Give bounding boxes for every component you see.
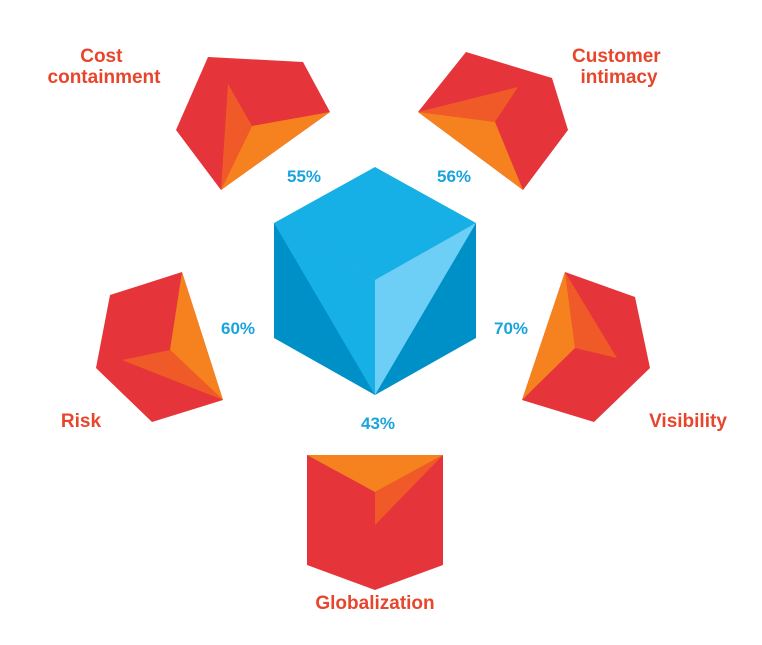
customer-intimacy-percent: 56% bbox=[437, 167, 471, 186]
cube-top-face bbox=[274, 167, 476, 280]
cube-left-inner-facet bbox=[274, 223, 375, 395]
cost-containment-orange-facet bbox=[221, 112, 330, 190]
risk-shape bbox=[96, 272, 223, 422]
visibility-shape bbox=[522, 272, 650, 422]
risk-dark-facet bbox=[122, 350, 223, 400]
customer-intimacy-label: Customer intimacy bbox=[572, 46, 666, 88]
risk-label: Risk bbox=[61, 411, 102, 432]
globalization-dark-facet bbox=[375, 455, 443, 525]
cost-containment-percent: 55% bbox=[287, 167, 321, 186]
globalization-shape bbox=[307, 455, 443, 590]
cost-containment-dark-facet bbox=[221, 84, 252, 190]
globalization-label: Globalization bbox=[315, 593, 434, 614]
cost-containment-label: Cost containment bbox=[48, 46, 162, 88]
customer-intimacy-dark-facet bbox=[418, 87, 518, 122]
globalization-percent: 43% bbox=[361, 414, 395, 433]
globalization-orange-facet bbox=[307, 455, 443, 492]
risk-orange-facet bbox=[170, 272, 223, 400]
cost-containment-pentagon bbox=[176, 57, 330, 190]
visibility-orange-facet bbox=[522, 272, 575, 400]
central-cube bbox=[274, 167, 476, 395]
cube-right-inner-facet bbox=[375, 223, 476, 395]
cost-containment-shape bbox=[176, 57, 330, 190]
customer-intimacy-orange-facet bbox=[418, 112, 523, 190]
visibility-label: Visibility bbox=[649, 411, 727, 432]
risk-percent: 60% bbox=[221, 319, 255, 338]
visibility-dark-facet bbox=[565, 272, 617, 358]
visibility-percent: 70% bbox=[494, 319, 528, 338]
customer-intimacy-shape bbox=[418, 52, 568, 190]
